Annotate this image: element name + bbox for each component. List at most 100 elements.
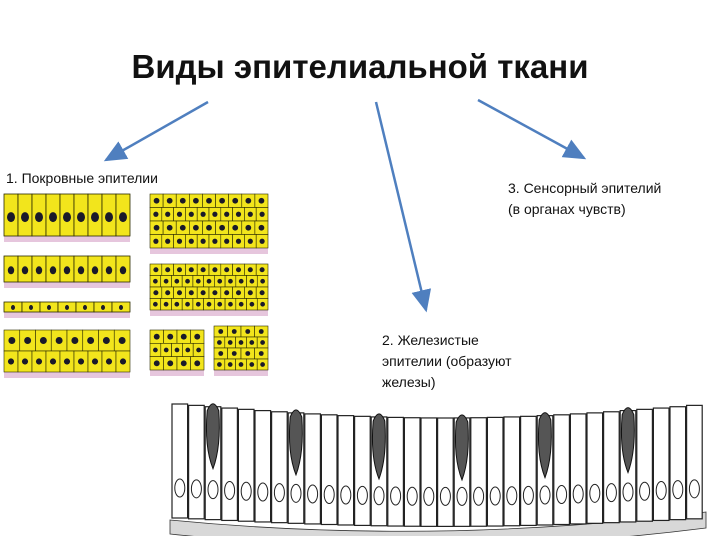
cell-nucleus	[224, 238, 230, 244]
transitional-epithelium-stretched	[213, 325, 269, 376]
simple-cuboidal-epithelium	[3, 255, 131, 288]
cell-nucleus	[193, 224, 199, 231]
cell-nucleus	[179, 224, 186, 231]
basement-membrane	[4, 372, 130, 378]
cell-nucleus	[235, 238, 242, 244]
basement-membrane	[150, 370, 204, 376]
cell-nucleus	[153, 333, 160, 340]
cell-nucleus	[556, 484, 568, 504]
cell-nucleus	[102, 337, 110, 344]
sensory-epithelium-label: 3. Сенсорный эпителий (в органах чувств)	[508, 178, 708, 220]
cell-nucleus	[235, 267, 242, 273]
cell-nucleus	[63, 266, 71, 275]
cell-nucleus	[166, 224, 173, 231]
arrow-to-covering	[103, 100, 209, 162]
cell-nucleus	[232, 224, 239, 231]
basement-membrane	[4, 236, 130, 242]
cell-nucleus	[212, 267, 218, 273]
cell-nucleus	[249, 278, 255, 284]
cell-nucleus	[119, 305, 123, 310]
cell-nucleus	[49, 266, 57, 275]
cell-nucleus	[21, 266, 29, 275]
cell-nucleus	[29, 305, 33, 310]
cell-nucleus	[49, 358, 57, 365]
cell-nucleus	[77, 358, 85, 365]
goblet-cell	[205, 403, 220, 471]
cell-nucleus	[153, 347, 158, 353]
columnar-cell	[420, 417, 438, 527]
cell-nucleus	[238, 301, 244, 307]
cell-nucleus	[232, 197, 239, 204]
cell-nucleus	[200, 211, 206, 217]
cell-nucleus	[167, 360, 174, 367]
cell-nucleus	[195, 278, 201, 284]
cell-nucleus	[91, 358, 99, 365]
cell-nucleus	[153, 267, 159, 273]
cell-nucleus	[39, 337, 47, 344]
cell-nucleus	[390, 486, 402, 506]
cell-nucleus	[258, 351, 264, 356]
glandular-epithelium-illustration	[169, 403, 707, 536]
cell-nucleus	[245, 329, 251, 334]
cell-nucleus	[153, 301, 158, 307]
columnar-cell	[586, 412, 604, 524]
columnar-cell	[171, 403, 189, 519]
cell-nucleus	[7, 358, 15, 365]
cell-nucleus	[212, 290, 218, 296]
cell-nucleus	[185, 301, 190, 307]
columnar-cell	[520, 415, 537, 527]
cell-nucleus	[174, 478, 186, 498]
cell-nucleus	[206, 301, 212, 307]
cell-nucleus	[188, 211, 194, 217]
cell-nucleus	[21, 212, 29, 223]
cell-nucleus	[240, 481, 252, 501]
cell-nucleus	[572, 484, 584, 504]
cell-nucleus	[307, 484, 319, 504]
cell-nucleus	[83, 305, 87, 310]
columnar-cell	[337, 415, 355, 526]
cell-nucleus	[260, 278, 265, 284]
cell-nucleus	[423, 486, 435, 506]
cell-nucleus	[153, 278, 158, 284]
cell-nucleus	[373, 486, 385, 506]
stratified-squamous-nonkeratinized	[149, 263, 269, 316]
cell-nucleus	[87, 337, 95, 344]
cell-nucleus	[174, 278, 180, 284]
columnar-cell	[221, 407, 238, 522]
cell-nucleus	[196, 347, 201, 353]
cell-nucleus	[174, 347, 180, 353]
cell-nucleus	[456, 486, 468, 506]
cell-nucleus	[47, 305, 51, 310]
cell-nucleus	[227, 340, 233, 345]
cell-nucleus	[65, 305, 69, 310]
cell-nucleus	[406, 486, 418, 506]
glandular-epithelium-label: 2. Железистые эпителии (образуют железы)	[382, 330, 572, 393]
cell-nucleus	[153, 224, 160, 231]
columnar-cell	[188, 404, 205, 520]
cell-nucleus	[63, 212, 71, 223]
cell-nucleus	[245, 351, 251, 356]
covering-epithelia-right-illustrations	[149, 193, 269, 376]
columnar-cell	[237, 408, 255, 522]
columnar-cell	[636, 408, 653, 522]
cell-nucleus	[7, 266, 15, 275]
cell-nucleus	[356, 485, 368, 505]
cell-nucleus	[180, 333, 187, 340]
cell-nucleus	[200, 238, 206, 244]
cell-nucleus	[21, 358, 29, 365]
cell-nucleus	[235, 290, 242, 296]
cell-nucleus	[219, 224, 225, 231]
cell-nucleus	[176, 211, 183, 217]
cell-nucleus	[174, 301, 180, 307]
cell-nucleus	[589, 483, 601, 503]
cell-nucleus	[235, 211, 242, 217]
cell-nucleus	[153, 211, 159, 217]
cell-nucleus	[188, 290, 194, 296]
cell-nucleus	[105, 266, 113, 275]
cell-nucleus	[207, 480, 219, 500]
cell-nucleus	[323, 484, 335, 504]
goblet-cell	[288, 409, 303, 477]
cell-nucleus	[200, 267, 206, 273]
basement-membrane	[4, 282, 130, 288]
